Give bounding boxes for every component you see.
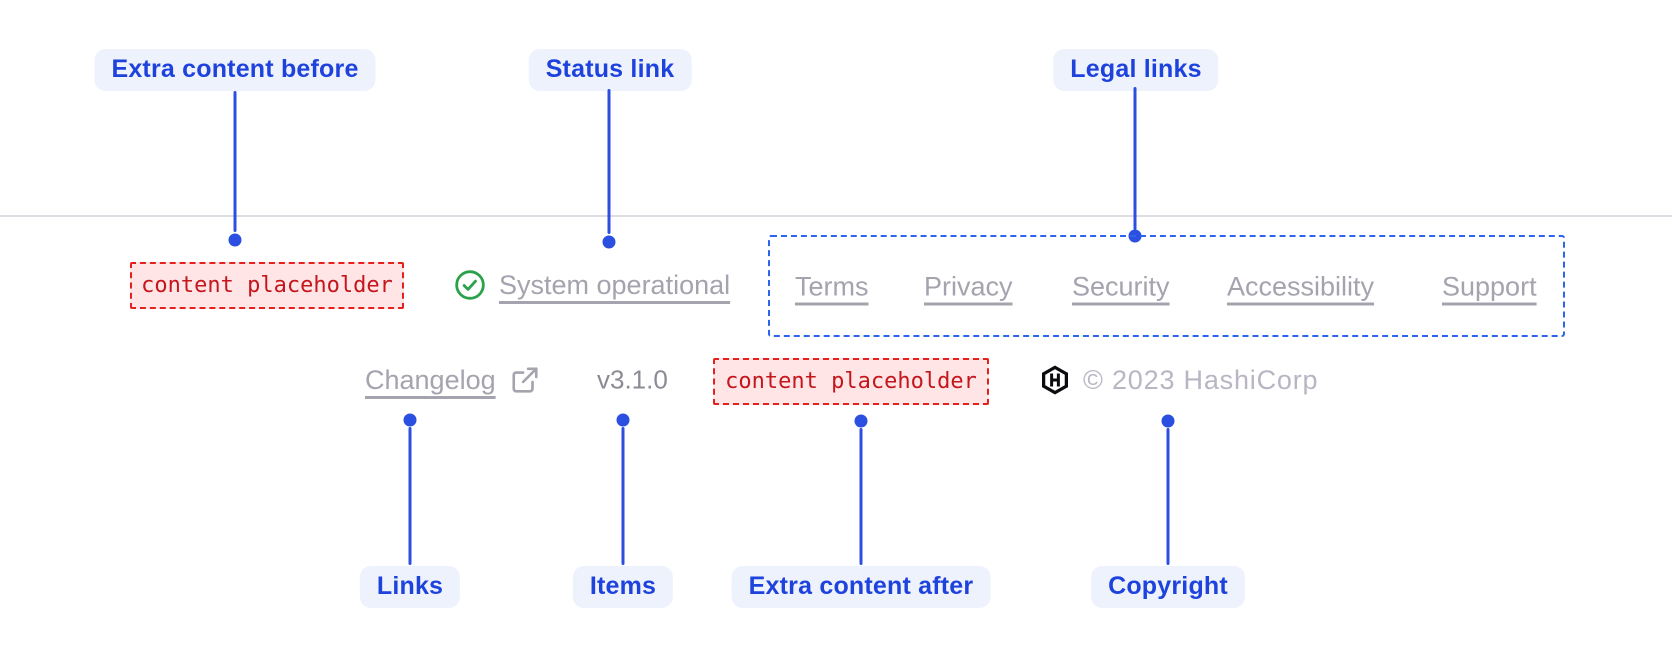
annotation-dot xyxy=(616,413,630,427)
status-link-label[interactable]: System operational xyxy=(499,269,731,300)
annotation-line xyxy=(621,427,625,565)
annotation-copyright: Copyright xyxy=(1091,566,1245,608)
annotation-extra-content-before: Extra content before xyxy=(94,49,376,91)
annotation-line xyxy=(859,428,863,565)
legal-link-support[interactable]: Support xyxy=(1442,271,1537,302)
copyright: © 2023 HashiCorp xyxy=(1040,358,1318,402)
placeholder-text: content placeholder xyxy=(725,369,977,394)
page-divider xyxy=(0,215,1672,217)
legal-link-privacy[interactable]: Privacy xyxy=(924,271,1013,302)
check-circle-icon xyxy=(454,269,486,301)
status-link[interactable]: System operational xyxy=(454,263,730,307)
annotation-line xyxy=(607,89,611,234)
annotation-status-link: Status link xyxy=(528,49,692,91)
legal-links-group: Terms Privacy Security Accessibility Sup… xyxy=(768,235,1565,337)
extra-content-after-placeholder: content placeholder xyxy=(713,358,989,405)
hashicorp-logo-icon xyxy=(1040,365,1070,395)
version-item: v3.1.0 xyxy=(597,364,668,395)
annotation-line xyxy=(233,91,237,232)
legal-link-terms[interactable]: Terms xyxy=(795,271,869,302)
legal-link-security[interactable]: Security xyxy=(1072,271,1170,302)
annotation-dot xyxy=(854,414,868,428)
annotation-dot xyxy=(228,233,242,247)
external-link-icon xyxy=(510,365,540,395)
extra-content-before-placeholder: content placeholder xyxy=(130,262,404,309)
changelog-link-label[interactable]: Changelog xyxy=(365,364,496,395)
annotation-legal-links: Legal links xyxy=(1053,49,1219,91)
annotation-line xyxy=(1133,87,1137,230)
changelog-link[interactable]: Changelog xyxy=(365,358,540,402)
copyright-text: © 2023 HashiCorp xyxy=(1083,364,1319,395)
placeholder-text: content placeholder xyxy=(141,273,393,298)
annotation-items: Items xyxy=(572,566,674,608)
annotation-dot xyxy=(1161,414,1175,428)
annotation-extra-content-after: Extra content after xyxy=(731,566,991,608)
annotation-dot xyxy=(602,235,616,249)
annotation-links: Links xyxy=(359,566,461,608)
legal-link-accessibility[interactable]: Accessibility xyxy=(1227,271,1375,302)
annotation-line xyxy=(1166,428,1170,565)
annotation-dot xyxy=(403,413,417,427)
annotation-line xyxy=(408,427,412,565)
